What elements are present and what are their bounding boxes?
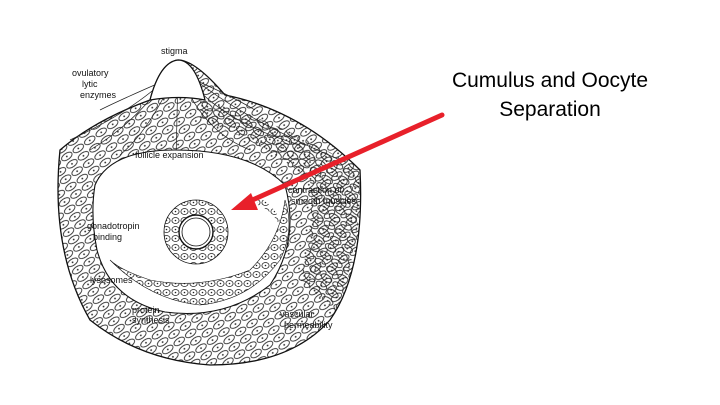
label-contraction-line1: contraction of — [288, 185, 343, 195]
label-vascular-line2: permeability — [284, 320, 333, 330]
label-protein-line2: synthesis — [132, 315, 170, 325]
label-gonadotropin-line1: gonadotropin — [87, 221, 140, 231]
cumulus-oocyte-complex — [163, 199, 229, 265]
slide-title-line1: Cumulus and Oocyte — [451, 69, 649, 92]
slide-title: Cumulus and Oocyte Separation — [400, 66, 700, 124]
pointer-arrow — [231, 112, 445, 210]
label-contraction-line2: smooth muscles — [291, 196, 357, 206]
label-lysosomes: lysosomes — [90, 275, 133, 285]
label-gonadotropin-line2: binding — [93, 232, 122, 242]
slide-title-line2: Separation — [499, 98, 601, 121]
label-follicle-expansion: follicle expansion — [135, 150, 204, 160]
label-stigma: stigma — [161, 46, 188, 56]
label-ovulatory-line2: lytic — [82, 79, 98, 89]
label-ovulatory-line3: enzymes — [80, 90, 117, 100]
label-ovulatory-line1: ovulatory — [72, 68, 109, 78]
label-vascular-line1: vascular — [280, 309, 314, 319]
label-protein-line1: protein — [132, 305, 160, 315]
